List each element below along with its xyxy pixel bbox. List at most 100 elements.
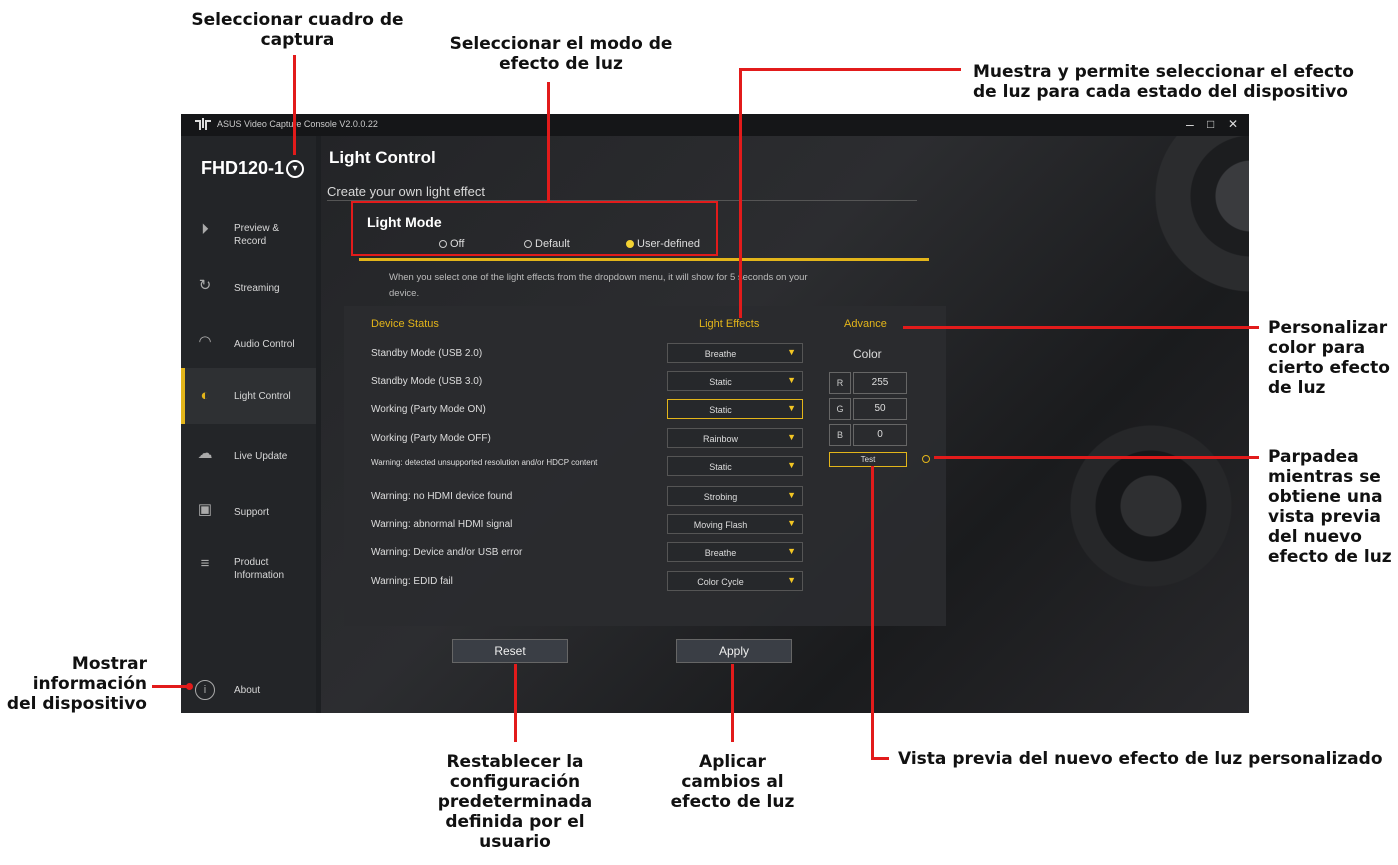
light-effect-dropdown[interactable]: Breathe ▼ xyxy=(667,542,803,562)
radio-selected-icon xyxy=(626,240,634,248)
dropdown-value: Static xyxy=(709,462,732,472)
reset-button[interactable]: Reset xyxy=(452,639,568,663)
support-icon: ▣ xyxy=(197,501,213,518)
radio-circle-icon xyxy=(524,240,532,248)
stream-icon: ↻ xyxy=(198,277,212,294)
sidebar-item-preview-record[interactable]: ⏵ Preview & Record xyxy=(181,208,316,258)
sidebar-item-support[interactable]: ▣ Support xyxy=(181,488,316,538)
radio-label: User-defined xyxy=(637,238,700,250)
rgb-input-g[interactable]: 50 xyxy=(853,398,907,420)
info-icon: i xyxy=(195,680,215,700)
dropdown-value: Static xyxy=(709,377,732,387)
device-status-label: Working (Party Mode ON) xyxy=(371,404,486,415)
dropdown-value: Breathe xyxy=(704,548,737,558)
light-effect-dropdown[interactable]: Strobing▼ xyxy=(667,486,803,506)
light-mode-title: Light Mode xyxy=(367,214,442,230)
rgb-key-g: G xyxy=(829,398,851,420)
play-circle-icon: ⏵ xyxy=(201,221,209,238)
light-effect-dropdown[interactable]: Moving Flash▼ xyxy=(667,514,803,534)
app-window: ASUS Video Capture Console V2.0.0.22 – □… xyxy=(181,114,1249,713)
device-status-label: Warning: Device and/or USB error xyxy=(371,547,523,558)
annotation-reset: Restablecer la configuración predetermin… xyxy=(437,752,593,852)
sidebar-item-label: Product Information xyxy=(234,557,285,581)
annotation-preview: Vista previa del nuevo efecto de luz per… xyxy=(898,749,1383,769)
light-effect-dropdown[interactable]: Rainbow ▼ xyxy=(667,428,803,448)
radio-label: Default xyxy=(535,238,570,250)
minimize-button[interactable]: – xyxy=(1186,116,1194,132)
radio-off[interactable]: Off xyxy=(439,238,464,250)
sidebar-item-label: Light Control xyxy=(234,391,291,402)
dropdown-value: Static xyxy=(709,405,732,415)
page-title: Light Control xyxy=(329,148,436,167)
notice-text: When you select one of the light effects… xyxy=(389,272,808,299)
dropdown-value: Rainbow xyxy=(702,434,739,444)
device-status-label: Warning: abnormal HDMI signal xyxy=(371,519,513,530)
cloud-icon: ☁ xyxy=(197,445,213,462)
sidebar-item-label: Audio Control xyxy=(234,339,295,350)
callout-line xyxy=(934,456,1259,459)
title-bar: ASUS Video Capture Console V2.0.0.22 – □… xyxy=(181,114,1249,136)
callout-line xyxy=(152,685,192,688)
annotation-show-device-info: Mostrar información del dispositivo xyxy=(6,654,147,714)
light-effect-dropdown[interactable]: Breathe ▼ xyxy=(667,343,803,363)
dropdown-arrow-icon: ▼ xyxy=(787,375,796,385)
close-button[interactable]: ✕ xyxy=(1228,117,1239,131)
rgb-input-r[interactable]: 255 xyxy=(853,372,907,394)
radio-circle-icon xyxy=(439,240,447,248)
callout-line xyxy=(514,664,517,742)
rgb-input-b[interactable]: 0 xyxy=(853,424,907,446)
dropdown-arrow-icon: ▼ xyxy=(787,347,796,357)
page-subtitle: Create your own light effect xyxy=(327,184,486,199)
dropdown-arrow-icon: ▼ xyxy=(787,432,796,442)
sidebar-item-about[interactable]: i About xyxy=(181,668,316,713)
sidebar-item-light-control[interactable]: ◐ Light Control xyxy=(181,368,316,424)
dropdown-arrow-icon: ▼ xyxy=(787,575,796,585)
rgb-key-r: R xyxy=(829,372,851,394)
callout-line xyxy=(731,664,734,742)
rgb-key-b: B xyxy=(829,424,851,446)
dropdown-arrow-icon: ▼ xyxy=(787,403,796,413)
sidebar: FHD120-1 ▾ ⏵ Preview & Record ↻ Streamin… xyxy=(181,136,316,713)
sidebar-item-audio-control[interactable]: ◠ Audio Control xyxy=(181,320,316,370)
dropdown-arrow-icon: ▼ xyxy=(787,546,796,556)
tuf-logo-icon xyxy=(195,118,211,130)
radio-user-defined[interactable]: User-defined xyxy=(626,238,700,250)
chevron-down-icon[interactable]: ▾ xyxy=(286,160,304,178)
device-status-label: Warning: no HDMI device found xyxy=(371,491,513,502)
headphones-icon: ◠ xyxy=(198,333,212,350)
sidebar-item-label: Live Update xyxy=(234,451,288,462)
device-status-label: Warning: EDID fail xyxy=(371,576,453,587)
callout-box-light-mode xyxy=(351,201,718,256)
callout-line xyxy=(871,757,889,760)
device-status-label: Working (Party Mode OFF) xyxy=(371,433,491,444)
callout-line xyxy=(293,55,296,155)
callout-line xyxy=(739,68,742,318)
annotation-apply: Aplicar cambios al efecto de luz xyxy=(670,752,795,812)
test-button[interactable]: Test xyxy=(829,452,907,467)
dropdown-arrow-icon: ▼ xyxy=(787,460,796,470)
callout-line xyxy=(739,68,961,71)
light-effect-dropdown[interactable]: Static ▼ xyxy=(667,399,803,419)
maximize-button[interactable]: □ xyxy=(1207,117,1215,131)
annotation-select-light-mode: Seleccionar el modo de efecto de luz xyxy=(449,34,673,74)
color-label: Color xyxy=(853,347,882,361)
sidebar-item-live-update[interactable]: ☁ Live Update xyxy=(181,432,316,482)
annotation-select-capture: Seleccionar cuadro de captura xyxy=(191,10,404,50)
accent-divider xyxy=(359,258,929,261)
radio-default[interactable]: Default xyxy=(524,238,570,250)
sidebar-item-streaming[interactable]: ↻ Streaming xyxy=(181,264,316,314)
dropdown-value: Strobing xyxy=(703,492,738,502)
annotation-show-select-effect: Muestra y permite seleccionar el efecto … xyxy=(973,62,1354,102)
callout-line xyxy=(903,326,1259,329)
dropdown-value: Moving Flash xyxy=(693,520,748,530)
callout-dot xyxy=(186,683,193,690)
sidebar-item-product-information[interactable]: ≡ Product Information xyxy=(181,542,316,592)
window-title: ASUS Video Capture Console V2.0.0.22 xyxy=(217,119,378,129)
sidebar-item-label: Preview & Record xyxy=(234,223,280,247)
light-effect-dropdown[interactable]: Static ▼ xyxy=(667,371,803,391)
dropdown-value: Breathe xyxy=(704,349,737,359)
apply-button[interactable]: Apply xyxy=(676,639,792,663)
light-effect-dropdown[interactable]: Color Cycle▼ xyxy=(667,571,803,591)
light-effect-dropdown[interactable]: Static ▼ xyxy=(667,456,803,476)
annotation-customize-color: Personalizar color para cierto efecto de… xyxy=(1268,318,1390,398)
